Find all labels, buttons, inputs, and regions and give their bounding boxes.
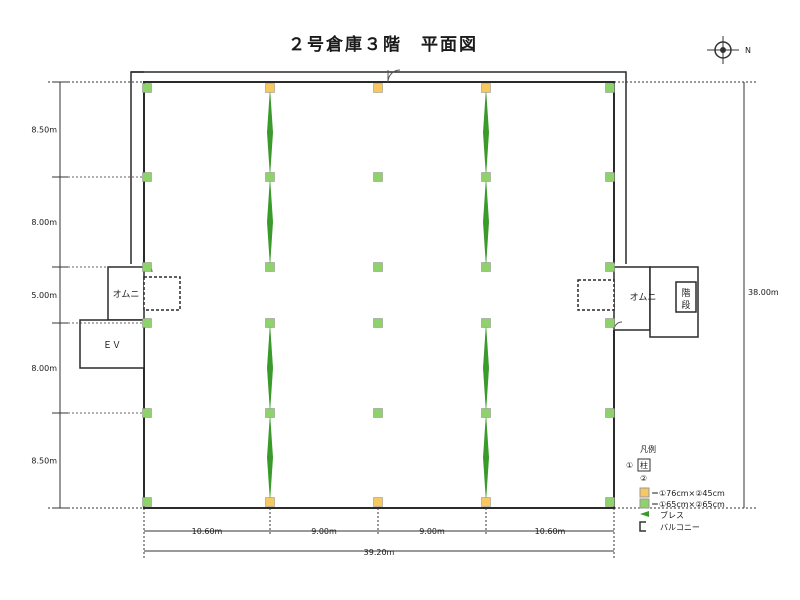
column-green [605,318,615,328]
column-green [605,497,615,507]
room-omuni-left: オムニ [113,289,140,300]
right-dimension [614,81,756,509]
legend-pillar-char: 柱 [640,460,648,470]
dim-left-1: 8.50m [31,126,57,135]
column-green [142,172,152,182]
column-green [481,408,491,418]
column-yellow [373,497,383,507]
brace [267,323,273,413]
column-green [605,408,615,418]
legend-item-4: バルコニー [660,523,700,532]
dim-left-4: 8.00m [31,364,57,373]
legend-balcony-icon [639,521,646,532]
column-green [265,172,275,182]
column-green [481,318,491,328]
columns [142,83,615,507]
dim-right-total: 38.00m [748,288,779,297]
dim-bottom-1: 10.60m [192,527,223,536]
column-yellow [265,497,275,507]
bottom-dimension [143,508,615,558]
column-green [481,172,491,182]
column-green [265,318,275,328]
legend-pillar-label-2: ② [640,474,647,483]
brace [483,88,489,177]
legend-item-2: ＝①65cm×②65cm [651,500,725,509]
column-yellow [373,83,383,93]
column-yellow [265,83,275,93]
legend-pillar-label-1: ① [626,461,633,470]
legend-item-3: ブレス [660,510,684,520]
balcony-outline [130,71,627,264]
legend-swatch-green [639,498,650,509]
legend-title: 凡例 [640,444,656,454]
dim-bottom-4: 10.60m [535,527,566,536]
north-label: N [745,46,751,55]
column-green [142,318,152,328]
room-stairs-1: 階 [681,288,690,299]
column-green [142,408,152,418]
column-green [605,262,615,272]
column-green [373,318,383,328]
left-dimension-ticks: 8.50m 8.00m 5.00m 8.00m 8.50m [31,81,144,509]
compass-icon [707,36,739,64]
brace [483,413,489,502]
dim-left-2: 8.00m [31,218,57,227]
braces [267,88,489,502]
door-swing-right [613,321,623,331]
column-green [605,83,615,93]
brace [267,177,273,267]
legend-brace-icon [640,511,649,517]
column-yellow [481,83,491,93]
room-ev: ＥＶ [103,341,121,351]
brace [483,177,489,267]
dim-bottom-total: 39.20m [364,548,395,557]
column-green [373,262,383,272]
dim-left-3: 5.00m [31,291,57,300]
right-annex [577,266,699,338]
dim-bottom-3: 9.00m [419,527,445,536]
column-green [142,83,152,93]
column-green [142,497,152,507]
column-green [481,262,491,272]
room-stairs-2: 段 [681,299,690,311]
brace [483,323,489,413]
column-green [265,262,275,272]
column-green [605,172,615,182]
legend-swatch-yellow [639,487,650,498]
door-swing-top [387,69,401,83]
legend: 凡例 ① 柱 ② ＝①76cm×②45cm ＝①65cm×②65cm ブレス バ… [626,444,725,532]
left-annex [79,266,181,369]
column-green [265,408,275,418]
column-yellow [481,497,491,507]
dim-bottom-2: 9.00m [311,527,337,536]
page-title: ２号倉庫３階 平面図 [288,34,478,55]
building-walls [143,81,615,509]
column-green [373,408,383,418]
column-green [142,262,152,272]
room-omuni-right: オムニ [630,292,657,303]
brace [267,413,273,502]
dim-left-5: 8.50m [31,457,57,466]
brace [267,88,273,177]
legend-item-1: ＝①76cm×②45cm [651,489,725,498]
column-green [373,172,383,182]
